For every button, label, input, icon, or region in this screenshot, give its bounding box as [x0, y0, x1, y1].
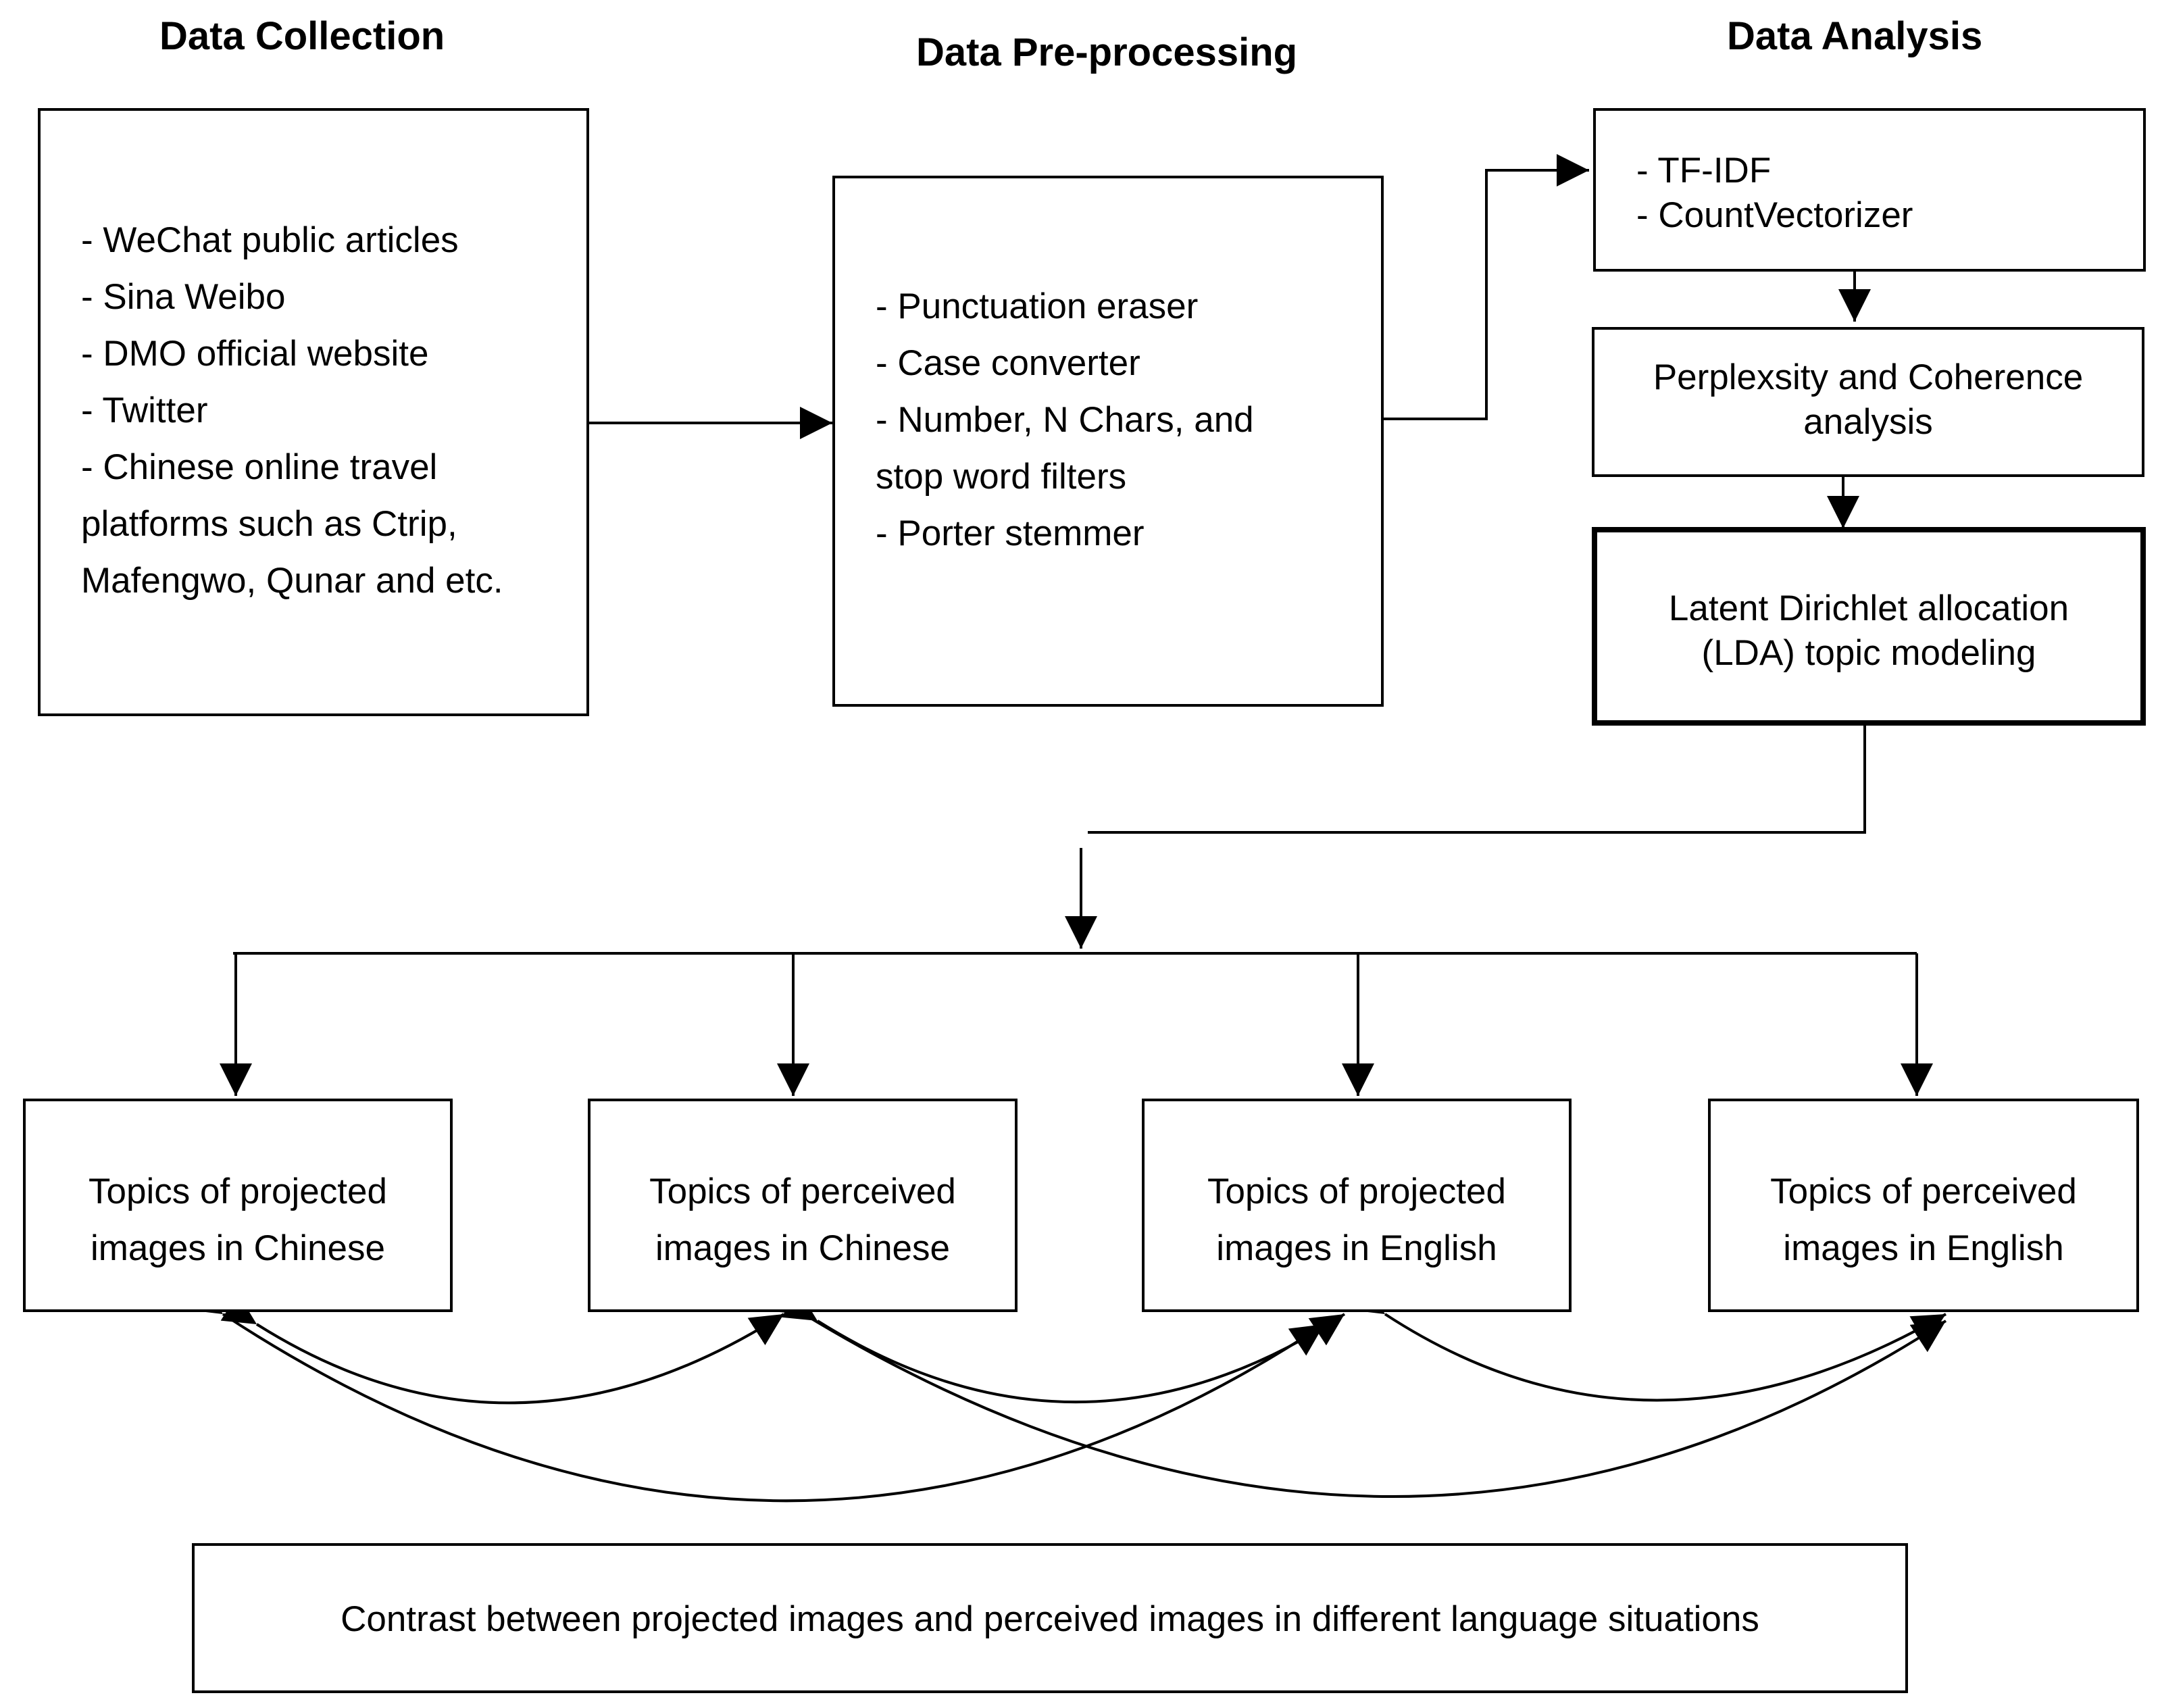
topic-label: Topics of projected images in Chinese — [26, 1163, 450, 1277]
topic-box-perceived-english: Topics of perceived images in English — [1708, 1099, 2139, 1312]
topic-line: images in Chinese — [655, 1228, 950, 1268]
topic-line: Topics of projected — [1207, 1172, 1506, 1211]
perplexity-line: Perplexsity and Coherence — [1653, 357, 2084, 397]
vectorizer-list: - TF-IDF - CountVectorizer — [1636, 149, 1913, 238]
topic-line: Topics of projected — [89, 1172, 387, 1211]
topic-box-projected-english: Topics of projected images in English — [1142, 1099, 1572, 1312]
topic-label: Topics of perceived images in English — [1711, 1163, 2136, 1277]
perplexity-line: analysis — [1803, 402, 1933, 442]
lda-label: Latent Dirichlet allocation (LDA) topic … — [1597, 586, 2140, 676]
topic-box-perceived-chinese: Topics of perceived images in Chinese — [588, 1099, 1018, 1312]
curve-topic2-topic3 — [781, 1290, 1346, 1403]
data-collection-box: - WeChat public articles - Sina Weibo - … — [38, 108, 589, 716]
data-preprocessing-box: - Punctuation eraser - Case converter - … — [832, 176, 1384, 707]
topic-line: images in English — [1783, 1228, 2064, 1268]
collection-item: Mafengwo, Qunar and etc. — [81, 561, 503, 601]
topic-line: Topics of perceived — [1770, 1172, 2077, 1211]
topic-label: Topics of projected images in English — [1145, 1163, 1569, 1277]
vectorizer-box: - TF-IDF - CountVectorizer — [1593, 108, 2146, 272]
curve-topic3-topic4 — [1349, 1282, 1947, 1402]
topic-line: images in English — [1216, 1228, 1497, 1268]
curve-topic1-topic2 — [220, 1293, 785, 1405]
collection-item: - Sina Weibo — [81, 277, 286, 317]
line-lda-to-split — [1088, 723, 1866, 834]
topic-box-projected-chinese: Topics of projected images in Chinese — [23, 1099, 453, 1312]
vectorizer-item: - CountVectorizer — [1636, 195, 1913, 235]
lda-topic-modeling-box: Latent Dirichlet allocation (LDA) topic … — [1592, 527, 2146, 726]
data-collection-list: - WeChat public articles - Sina Weibo - … — [81, 212, 503, 609]
contrast-box: Contrast between projected images and pe… — [192, 1543, 1908, 1693]
contrast-label: Contrast between projected images and pe… — [341, 1599, 1759, 1639]
preprocessing-list: - Punctuation eraser - Case converter - … — [876, 278, 1254, 562]
collection-item: - Chinese online travel — [81, 447, 438, 487]
topic-label: Topics of perceived images in Chinese — [591, 1163, 1015, 1277]
perplexity-coherence-label: Perplexsity and Coherence analysis — [1594, 355, 2142, 445]
arrow-preprocessing-to-vectorizer — [1381, 154, 1589, 420]
heading-data-collection: Data Collection — [159, 14, 445, 58]
curve-topic1-topic3 — [186, 1282, 1326, 1503]
lda-line: Latent Dirichlet allocation — [1668, 588, 2069, 628]
collection-item: platforms such as Ctrip, — [81, 504, 457, 544]
preprocessing-item: - Punctuation eraser — [876, 286, 1199, 326]
vectorizer-item: - TF-IDF — [1636, 151, 1772, 191]
topic-line: images in Chinese — [90, 1228, 385, 1268]
topic-line: Topics of perceived — [649, 1172, 956, 1211]
perplexity-coherence-box: Perplexsity and Coherence analysis — [1592, 327, 2144, 477]
heading-data-preprocessing: Data Pre-processing — [916, 30, 1298, 74]
lda-line: (LDA) topic modeling — [1701, 633, 2036, 673]
collection-item: - DMO official website — [81, 334, 429, 374]
curve-topic2-topic4 — [768, 1283, 1947, 1498]
preprocessing-item: - Number, N Chars, and — [876, 400, 1254, 440]
preprocessing-item: - Porter stemmer — [876, 513, 1145, 553]
heading-data-analysis: Data Analysis — [1727, 14, 1983, 58]
collection-item: - Twitter — [81, 391, 208, 430]
preprocessing-item: - Case converter — [876, 343, 1140, 383]
preprocessing-item: stop word filters — [876, 457, 1127, 497]
collection-item: - WeChat public articles — [81, 220, 459, 260]
